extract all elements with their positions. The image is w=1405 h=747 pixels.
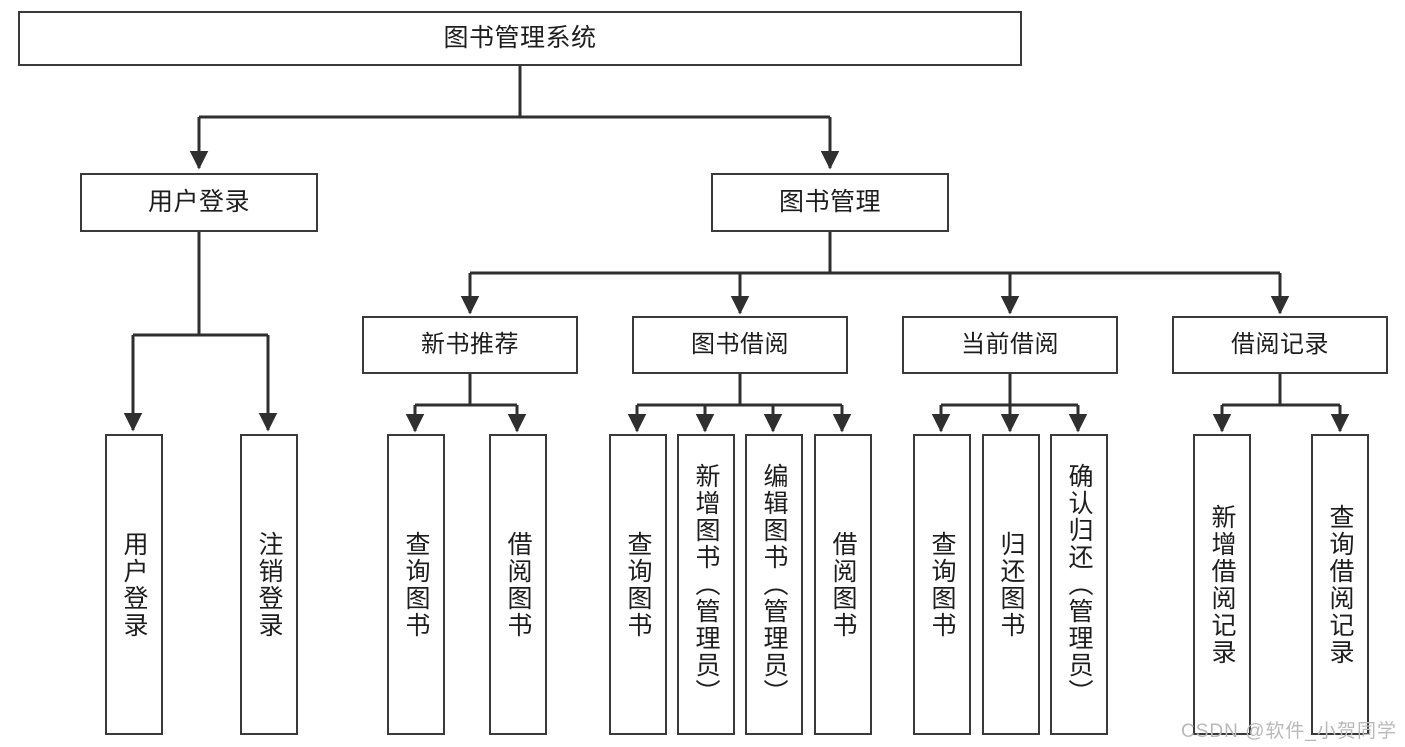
leaf-borrow-borrow-book[interactable]: 借阅图书 [814,434,872,735]
leaf-newbook-query-book[interactable]: 查询图书 [387,434,445,735]
node-new-book-recommend[interactable]: 新书推荐 [362,316,578,374]
leaf-borrow-edit-book-admin[interactable]: 编辑图书（管理员） [745,434,803,735]
leaf-current-confirm-return-admin-label: 确认归还（管理员） [1065,463,1093,706]
node-borrow-record[interactable]: 借阅记录 [1172,316,1388,374]
leaf-borrow-query-book[interactable]: 查询图书 [609,434,667,735]
node-current-borrow[interactable]: 当前借阅 [902,316,1118,374]
node-user-login-label: 用户登录 [147,188,250,216]
leaf-user-login-label: 用户登录 [120,530,148,639]
leaf-logout-label: 注销登录 [255,530,283,639]
node-current-borrow-label: 当前借阅 [961,331,1059,359]
leaf-record-query-record[interactable]: 查询借阅记录 [1311,434,1369,735]
leaf-current-query-book-label: 查询图书 [928,530,956,639]
csdn-watermark: CSDN @软件_小贺同学 [1181,721,1397,742]
leaf-borrow-query-book-label: 查询图书 [624,530,652,639]
leaf-current-query-book[interactable]: 查询图书 [913,434,971,735]
leaf-current-return-book-label: 归还图书 [997,530,1025,639]
node-book-management[interactable]: 图书管理 [711,173,949,232]
leaf-borrow-add-book-admin[interactable]: 新增图书（管理员） [677,434,735,735]
node-root[interactable]: 图书管理系统 [18,11,1022,66]
leaf-record-add-record[interactable]: 新增借阅记录 [1193,434,1251,735]
leaf-user-login[interactable]: 用户登录 [105,434,163,735]
leaf-borrow-edit-book-admin-label: 编辑图书（管理员） [760,463,788,706]
node-book-borrow-label: 图书借阅 [691,331,789,359]
leaf-current-return-book[interactable]: 归还图书 [982,434,1040,735]
leaf-record-add-record-label: 新增借阅记录 [1208,503,1236,666]
leaf-record-query-record-label: 查询借阅记录 [1326,503,1354,666]
node-user-login[interactable]: 用户登录 [80,173,318,232]
node-new-book-recommend-label: 新书推荐 [421,331,519,359]
leaf-newbook-query-book-label: 查询图书 [402,530,430,639]
leaf-borrow-borrow-book-label: 借阅图书 [829,530,857,639]
node-root-label: 图书管理系统 [443,24,597,52]
leaf-newbook-borrow-book[interactable]: 借阅图书 [489,434,547,735]
leaf-current-confirm-return-admin[interactable]: 确认归还（管理员） [1050,434,1108,735]
leaf-borrow-add-book-admin-label: 新增图书（管理员） [692,463,720,706]
node-book-management-label: 图书管理 [778,188,881,216]
node-borrow-record-label: 借阅记录 [1231,331,1329,359]
node-book-borrow[interactable]: 图书借阅 [632,316,848,374]
leaf-logout[interactable]: 注销登录 [240,434,298,735]
leaf-newbook-borrow-book-label: 借阅图书 [504,530,532,639]
